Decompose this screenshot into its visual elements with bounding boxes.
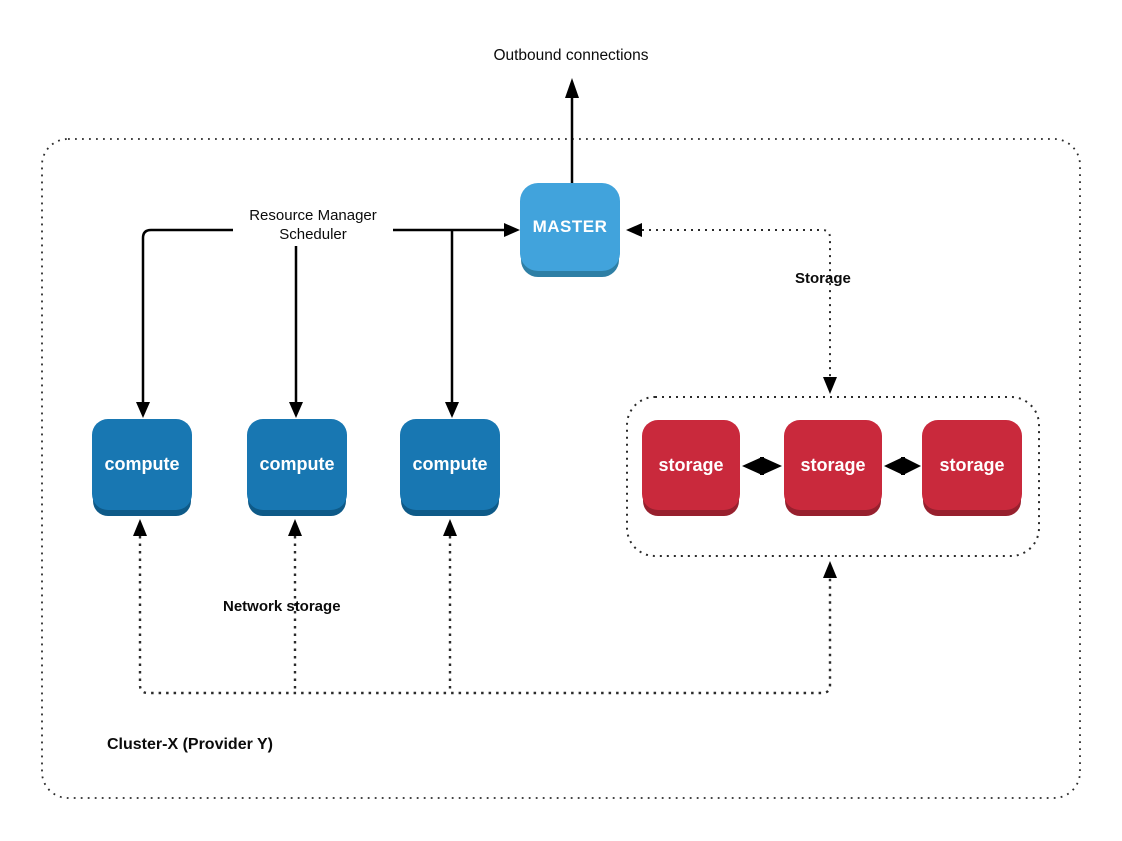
compute-node-1: compute bbox=[92, 419, 192, 510]
cluster-boundary bbox=[41, 138, 1081, 799]
compute3-bottom-arrowhead bbox=[443, 519, 457, 536]
storage-group-top-arrowhead bbox=[823, 377, 837, 394]
storage-node-2: storage bbox=[784, 420, 882, 510]
storage-node-1: storage bbox=[642, 420, 740, 510]
compute-node-label: compute bbox=[104, 454, 180, 474]
storage-node-label: storage bbox=[939, 454, 1005, 475]
compute2-in-arrowhead bbox=[289, 402, 303, 418]
compute1-in-arrowhead bbox=[136, 402, 150, 418]
network-storage-label: Network storage bbox=[223, 598, 341, 615]
compute-node-2: compute bbox=[247, 419, 347, 510]
resource-manager-line bbox=[141, 228, 505, 403]
master-right-arrowhead bbox=[626, 223, 642, 237]
compute2-bottom-arrowhead bbox=[288, 519, 302, 536]
storage-node-label: storage bbox=[658, 454, 724, 475]
master-node: MASTER bbox=[520, 183, 620, 271]
storage-link-label: Storage bbox=[795, 270, 851, 287]
master-node-label: MASTER bbox=[532, 217, 608, 236]
compute3-in-arrowhead bbox=[445, 402, 459, 418]
storage-group-bottom-arrowhead bbox=[823, 561, 837, 578]
network-storage-bus-line bbox=[138, 536, 832, 695]
outbound-connections-label: Outbound connections bbox=[493, 47, 649, 64]
cluster-title-label: Cluster-X (Provider Y) bbox=[107, 736, 273, 753]
master-in-arrowhead bbox=[504, 223, 520, 237]
compute-node-label: compute bbox=[412, 454, 488, 474]
storage1-storage2-double-arrow bbox=[742, 457, 782, 475]
compute1-bottom-arrowhead bbox=[133, 519, 147, 536]
compute-node-label: compute bbox=[259, 454, 335, 474]
resource-manager-label-line2: Scheduler bbox=[279, 226, 347, 243]
storage-node-3: storage bbox=[922, 420, 1022, 510]
outbound-arrowhead bbox=[565, 78, 579, 98]
compute-node-3: compute bbox=[400, 419, 500, 510]
storage2-storage3-double-arrow bbox=[884, 457, 921, 475]
storage-node-label: storage bbox=[800, 454, 866, 475]
storage-master-link-line bbox=[642, 229, 831, 378]
resource-manager-label-line1: Resource Manager bbox=[249, 207, 377, 224]
resource-manager-label: Resource Manager Scheduler bbox=[233, 206, 393, 246]
